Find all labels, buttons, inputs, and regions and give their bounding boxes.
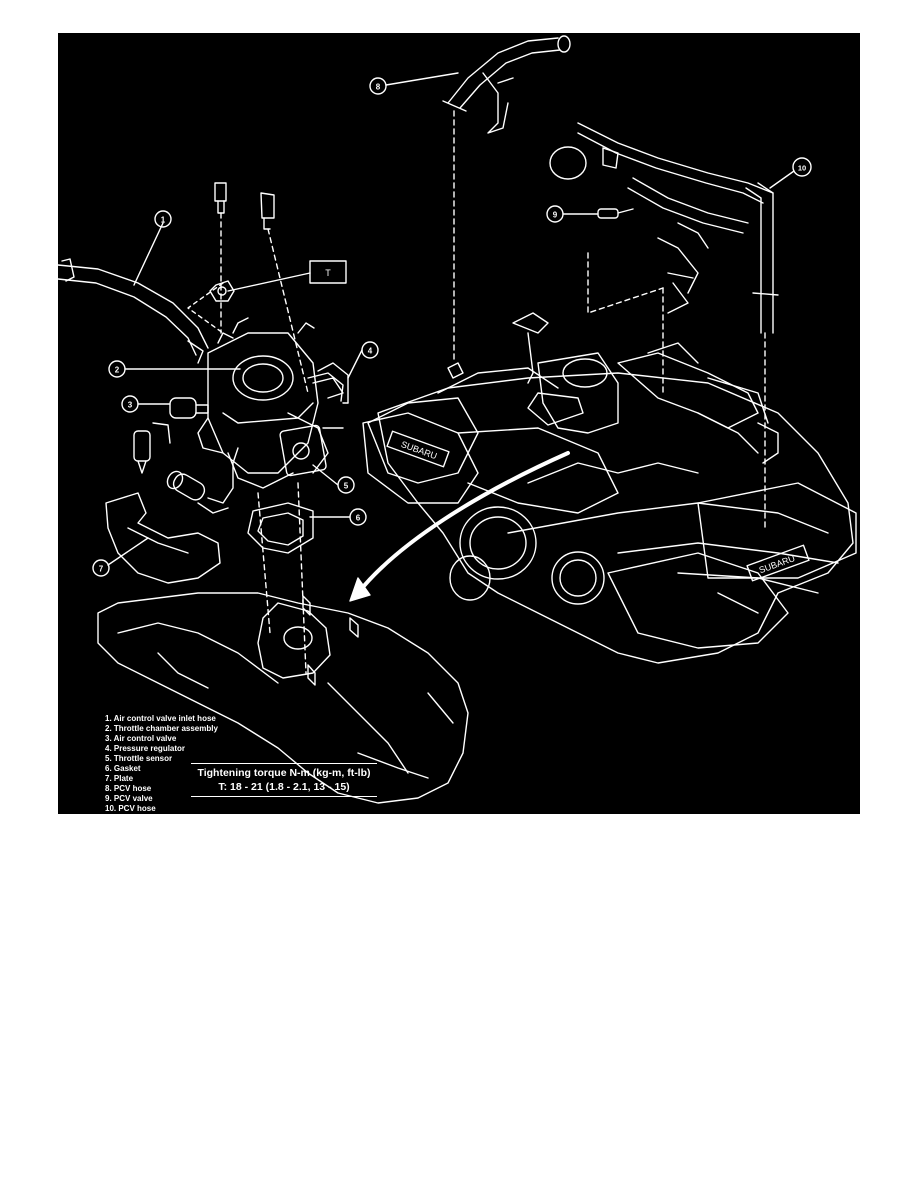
diagram-panel: T — [58, 33, 860, 814]
intake-plenum — [537, 352, 619, 434]
callout-6-label: 6 — [356, 514, 361, 523]
callout-8-label: 8 — [376, 83, 381, 92]
throttle-chamber — [197, 317, 344, 489]
legend-item: 3. Air control valve — [105, 734, 177, 743]
leader-nut — [187, 282, 224, 334]
callout-10-label: 10 — [798, 164, 806, 173]
air-control-valve-inlet-hose — [58, 258, 209, 364]
legend-item: 6. Gasket — [105, 764, 141, 773]
torque-value: T: 18 - 21 (1.8 - 2.1, 13 - 15) — [218, 781, 350, 793]
parts-legend: 1. Air control valve inlet hose 2. Throt… — [105, 714, 218, 814]
direction-arrowhead — [349, 577, 371, 602]
leader-throttle-axis — [297, 482, 307, 674]
callout-7: 7 — [92, 537, 149, 577]
pcv-hose-10 — [549, 122, 779, 334]
left-valve-cover — [362, 412, 479, 504]
top-connectors — [214, 182, 275, 230]
right-valve-cover — [697, 482, 857, 579]
callout-3-label: 3 — [128, 401, 133, 410]
legend-item: 2. Throttle chamber assembly — [105, 724, 218, 733]
leader-conn-b — [267, 228, 309, 394]
torque-tag-label: T — [325, 268, 331, 278]
bypass-hose — [166, 447, 239, 514]
torque-pointer — [227, 272, 311, 292]
leader-gasket-axis — [257, 492, 271, 634]
torque-title: Tightening torque N-m (kg-m, ft-lb) — [197, 767, 371, 779]
callout-8: 8 — [369, 72, 459, 95]
callout-2-label: 2 — [115, 366, 120, 375]
legend-item: 10. PCV hose — [105, 804, 156, 813]
torque-spec-box: Tightening torque N-m (kg-m, ft-lb) T: 1… — [189, 763, 379, 797]
engine-block — [362, 312, 857, 664]
intake-manifold — [97, 592, 469, 804]
torque-tag-box — [309, 260, 347, 284]
callout-1-label: 1 — [161, 216, 166, 225]
callout-10: 10 — [769, 157, 812, 189]
direction-arrow — [356, 451, 570, 595]
callout-2: 2 — [108, 360, 241, 378]
gasket — [247, 502, 314, 554]
callout-3: 3 — [121, 395, 171, 413]
callout-6: 6 — [309, 508, 367, 526]
callout-5-label: 5 — [344, 482, 349, 491]
leader-9 — [587, 252, 664, 314]
legend-item: 7. Plate — [105, 774, 134, 783]
pcv-valve-9 — [597, 208, 634, 219]
callout-1: 1 — [133, 210, 172, 286]
air-control-valve — [133, 397, 209, 474]
torque-nut — [209, 280, 235, 302]
torque-bottom-rule — [191, 796, 377, 797]
legend-item: 4. Pressure regulator — [105, 744, 186, 753]
idler-pulley — [551, 551, 605, 605]
callout-9: 9 — [546, 205, 599, 223]
legend-item: 1. Air control valve inlet hose — [105, 714, 216, 723]
callout-7-label: 7 — [99, 565, 104, 574]
crank-pulley — [459, 506, 537, 580]
throttle-mount-flange — [257, 602, 331, 679]
exploded-diagram: T — [58, 35, 857, 804]
callout-4-label: 4 — [368, 347, 373, 356]
throttle-sensor — [279, 424, 327, 477]
pressure-regulator-hose — [307, 362, 349, 404]
torque-top-rule — [191, 763, 377, 764]
pcv-hose-8 — [442, 35, 571, 134]
callout-4: 4 — [347, 341, 379, 379]
brand-plate-left — [386, 430, 450, 468]
legend-item: 8. PCV hose — [105, 784, 152, 793]
brand-plate-right — [746, 544, 810, 582]
legend-item: 5. Throttle sensor — [105, 754, 173, 763]
callout-9-label: 9 — [553, 211, 558, 220]
callout-5: 5 — [312, 464, 355, 494]
legend-item: 9. PCV valve — [105, 794, 153, 803]
